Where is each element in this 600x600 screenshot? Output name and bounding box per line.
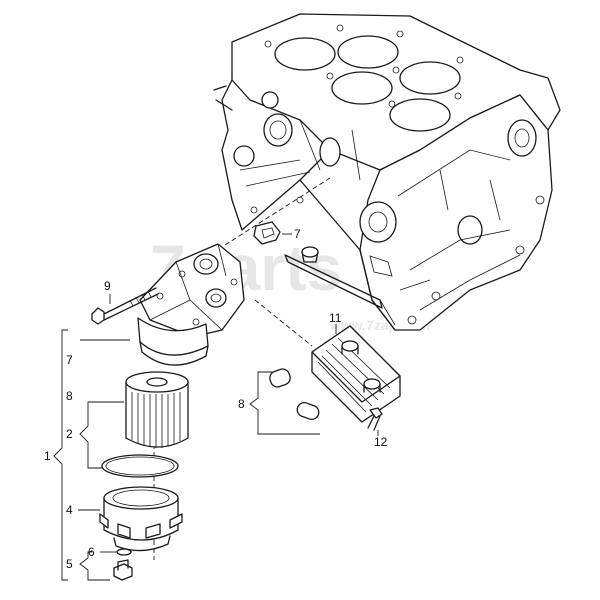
leader-lines	[53, 233, 379, 581]
callout-11: 11	[329, 311, 342, 325]
drain-plug	[113, 559, 133, 581]
assembly-line-cooler	[254, 299, 313, 347]
callout-8-left: 8	[66, 389, 73, 403]
callout-6: 6	[88, 545, 95, 559]
engine-block	[213, 13, 561, 331]
o-ring	[101, 454, 179, 478]
seal-6	[116, 548, 132, 556]
filter-cover	[99, 486, 183, 552]
callout-4: 4	[66, 503, 73, 517]
oil-filter-housing	[137, 243, 245, 366]
oil-cooler	[311, 325, 401, 423]
callout-7-lower: 7	[66, 353, 73, 367]
bolt-12	[367, 407, 383, 431]
callout-12: 12	[374, 435, 388, 449]
plug	[301, 246, 319, 258]
callout-2: 2	[66, 427, 73, 441]
bolt-9	[91, 287, 159, 325]
filter-element	[125, 371, 189, 448]
callout-5: 5	[66, 557, 73, 571]
guide-rail	[284, 254, 383, 309]
callout-7-upper: 7	[294, 227, 301, 241]
seals-8	[269, 368, 320, 421]
callout-labels: 7 9 11 7 8 8 2 12 1 4 6 5	[44, 227, 388, 571]
gasket-upper	[253, 221, 281, 245]
callout-1: 1	[44, 449, 51, 463]
callout-8-right: 8	[238, 397, 245, 411]
callout-9: 9	[104, 279, 111, 293]
assembly-line-block	[224, 177, 331, 246]
